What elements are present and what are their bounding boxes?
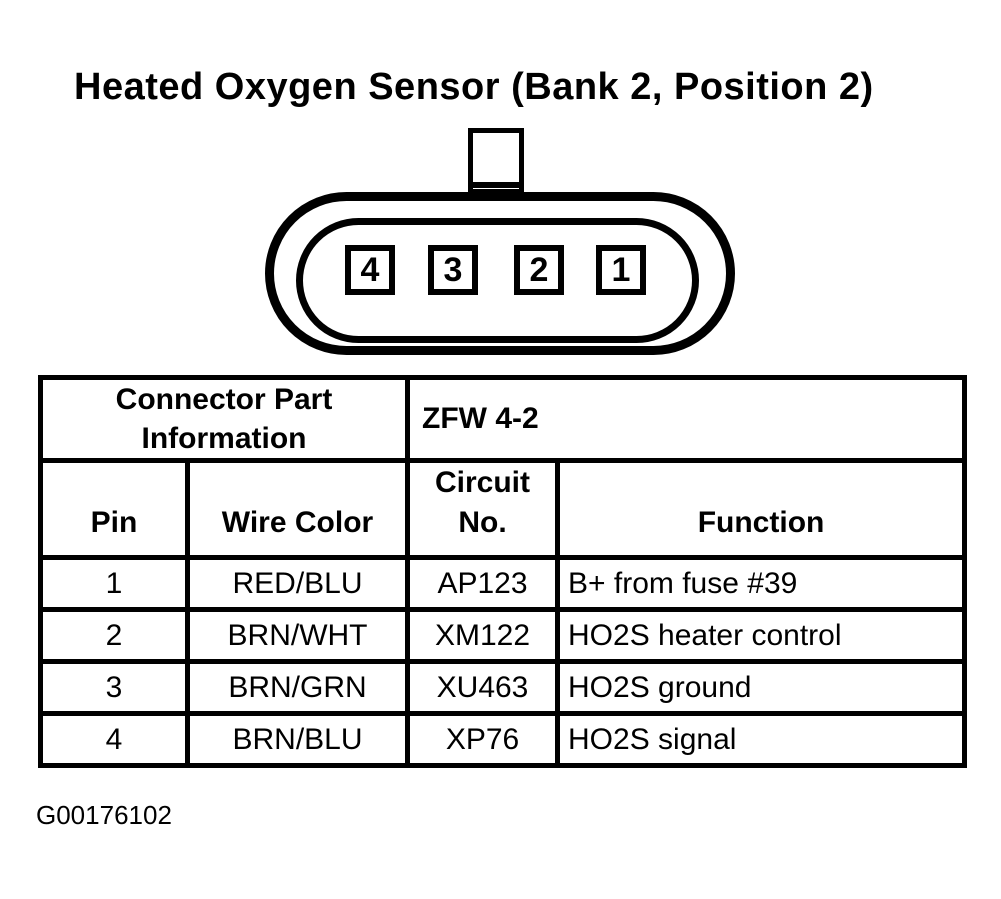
pin-1-label: 1 <box>611 250 631 289</box>
function-cell: HO2S heater control <box>555 607 968 664</box>
pin-cell: 2 <box>38 607 190 664</box>
connector-pinout-table: Connector Part Information ZFW 4-2 Pin W… <box>37 375 968 768</box>
figure-id: G00176102 <box>36 800 172 830</box>
circuit-no-cell: XP76 <box>405 711 561 768</box>
column-header-circuit-no: Circuit No. <box>405 458 561 560</box>
connector-pin-1: 1 <box>596 245 646 295</box>
wire-color-cell: BRN/WHT <box>184 607 411 664</box>
column-header-row: Pin Wire Color Circuit No. Function <box>38 458 968 560</box>
part-info-row: Connector Part Information ZFW 4-2 <box>37 375 968 463</box>
table-row-pin-3: 3 BRN/GRN XU463 HO2S ground <box>38 659 968 716</box>
circuit-no-cell: XM122 <box>405 607 561 664</box>
pin-4-label: 4 <box>360 250 380 289</box>
pin-cell: 1 <box>38 555 190 612</box>
connector-lock-tab-line <box>468 182 524 188</box>
connector-outer-shell <box>265 192 735 355</box>
connector-pin-3: 3 <box>428 245 478 295</box>
table-row-pin-1: 1 RED/BLU AP123 B+ from fuse #39 <box>38 555 968 612</box>
column-header-pin: Pin <box>38 458 190 560</box>
column-header-wire-color: Wire Color <box>184 458 411 560</box>
column-header-function: Function <box>555 458 968 560</box>
function-cell: B+ from fuse #39 <box>555 555 968 612</box>
pin-cell: 4 <box>38 711 190 768</box>
connector-pin-4: 4 <box>345 245 395 295</box>
connector-pin-2: 2 <box>514 245 564 295</box>
function-cell: HO2S signal <box>555 711 968 768</box>
table-row-pin-2: 2 BRN/WHT XM122 HO2S heater control <box>38 607 968 664</box>
connector-inner-shell <box>296 218 699 343</box>
pin-cell: 3 <box>38 659 190 716</box>
wire-color-cell: BRN/GRN <box>184 659 411 716</box>
circuit-no-cell: XU463 <box>405 659 561 716</box>
pin-2-label: 2 <box>529 250 549 289</box>
circuit-no-cell: AP123 <box>405 555 561 612</box>
wire-color-cell: BRN/BLU <box>184 711 411 768</box>
table-row-pin-4: 4 BRN/BLU XP76 HO2S signal <box>38 711 968 768</box>
connector-part-number: ZFW 4-2 <box>405 375 968 463</box>
pin-3-label: 3 <box>443 250 463 289</box>
page-title: Heated Oxygen Sensor (Bank 2, Position 2… <box>74 66 874 108</box>
wire-color-cell: RED/BLU <box>184 555 411 612</box>
connector-part-information-header: Connector Part Information <box>37 375 411 463</box>
function-cell: HO2S ground <box>555 659 968 716</box>
